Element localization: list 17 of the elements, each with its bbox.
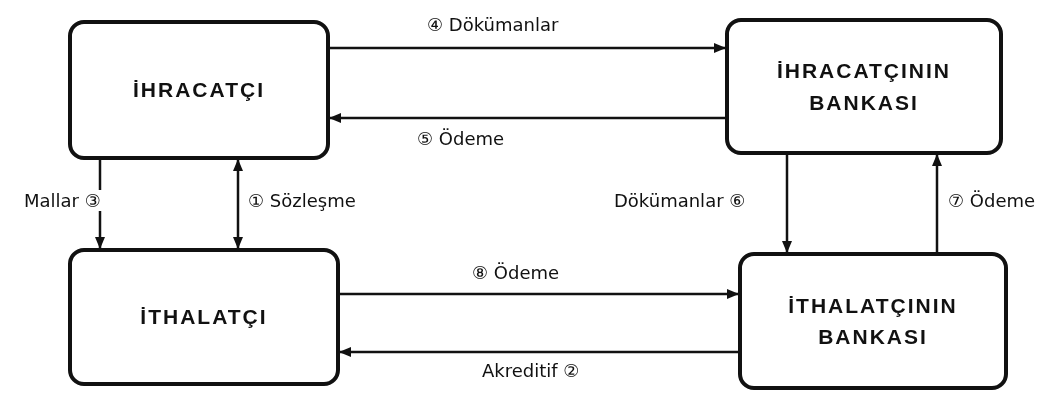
node-label: İHRACATÇININ BANKASI bbox=[775, 58, 953, 116]
arrow bbox=[330, 43, 726, 53]
arrow bbox=[233, 159, 243, 249]
arrow bbox=[782, 155, 792, 253]
process-box bbox=[68, 248, 340, 386]
process-box bbox=[68, 20, 330, 160]
node-label: İHRACATÇI bbox=[132, 77, 266, 104]
arrow bbox=[339, 347, 738, 357]
arrow bbox=[932, 154, 942, 252]
process-box bbox=[738, 252, 1008, 390]
edge-label: Mallar ③ bbox=[22, 190, 103, 211]
node-label: İTHALATÇININ BANKASI bbox=[787, 292, 959, 350]
node-label: İTHALATÇI bbox=[139, 304, 269, 331]
arrow bbox=[340, 289, 739, 299]
edge-label: ① Sözleşme bbox=[246, 190, 358, 211]
process-box bbox=[725, 18, 1003, 155]
arrow bbox=[329, 113, 725, 123]
